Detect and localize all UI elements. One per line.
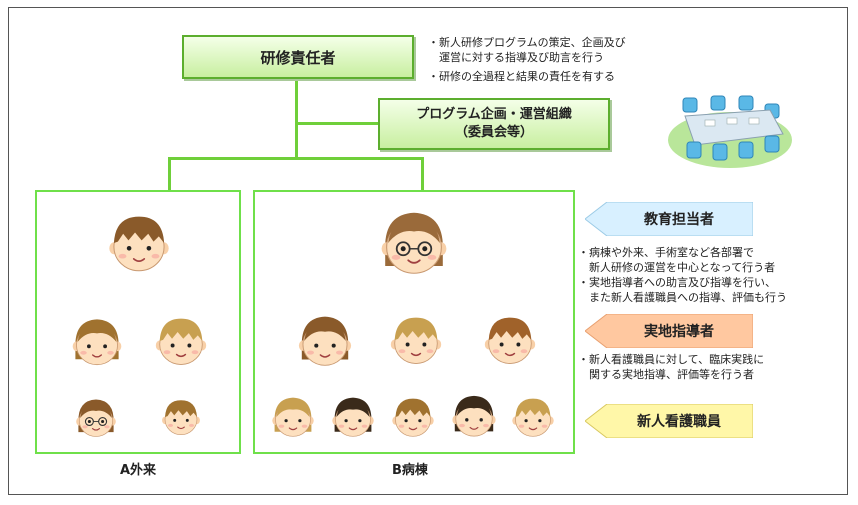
new-nurse-face — [332, 397, 374, 437]
education-note-line: ・病棟や外来、手術室など各部署で — [578, 246, 754, 259]
onsite-instructor-face — [390, 317, 442, 364]
top-note-line: ・新人研修プログラムの策定、企画及び — [428, 36, 626, 49]
new-nurse-face — [76, 399, 116, 437]
onsite-tag — [585, 314, 753, 348]
connector-trunk — [295, 77, 298, 157]
education-note-line: ・実地指導者への助言及び指導を行い、 — [578, 276, 776, 289]
onsite-note-line: 関する実地指導、評価等を行う者 — [578, 368, 754, 381]
onsite-instructor-face — [155, 318, 207, 365]
training-director-label: 研修責任者 — [260, 48, 336, 67]
new-nurse-face — [392, 398, 434, 437]
onsite-notes: ・新人看護職員に対して、臨床実践に 関する実地指導、評価等を行う者 — [578, 352, 764, 382]
education-tag-label: 教育担当者 — [644, 212, 714, 228]
connector-right — [421, 157, 424, 190]
top-notes: ・新人研修プログラムの策定、企画及び 運営に対する指導及び助言を行う ・研修の全… — [428, 35, 626, 84]
panel-a-caption: A外来 — [120, 463, 157, 478]
onsite-instructor-face — [298, 316, 352, 366]
panel-b-caption: B病棟 — [392, 463, 428, 478]
meeting-table-illustration — [668, 95, 792, 168]
new-nurse-face — [162, 400, 200, 435]
connector-branch — [168, 157, 424, 160]
new-nurse-face — [272, 397, 314, 437]
education-note-line: また新人看護職員への指導、評価も行う — [578, 291, 787, 304]
new-nurse-face — [452, 395, 496, 437]
onsite-note-line: ・新人看護職員に対して、臨床実践に — [578, 353, 765, 366]
connector-program — [297, 122, 378, 125]
program-committee-line1: プログラム企画・運営組織 — [416, 107, 572, 122]
new-nurse-face — [512, 398, 554, 437]
training-director-box: 研修責任者 — [182, 35, 414, 79]
top-note-line: 運営に対する指導及び助言を行う — [428, 51, 604, 64]
newcomer-tag-label: 新人看護職員 — [637, 414, 721, 430]
education-staff-face-b — [381, 212, 447, 274]
connector-left — [168, 157, 171, 190]
program-committee-box: プログラム企画・運営組織 （委員会等） — [378, 98, 610, 150]
onsite-tag-label: 実地指導者 — [644, 324, 714, 340]
onsite-instructor-face — [484, 317, 536, 364]
education-tag — [585, 202, 753, 236]
education-note-line: 新人研修の運営を中心となって行う者 — [578, 261, 776, 274]
program-committee-line2: （委員会等） — [454, 125, 533, 140]
onsite-instructor-face — [72, 319, 122, 366]
newcomer-tag — [585, 404, 753, 438]
top-note-line: ・研修の全過程と結果の責任を有する — [428, 70, 615, 83]
education-notes: ・病棟や外来、手術室など各部署で 新人研修の運営を中心となって行う者 ・実地指導… — [578, 245, 787, 305]
education-staff-face-a — [109, 216, 169, 272]
